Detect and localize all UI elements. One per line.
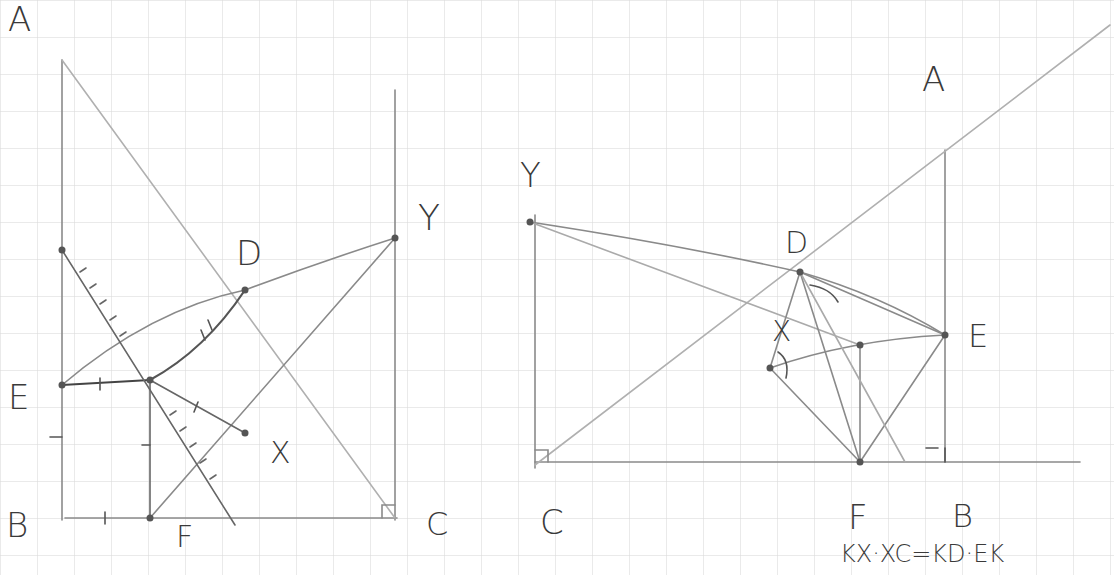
left-points — [59, 235, 399, 522]
point-label: C — [540, 505, 564, 539]
point-label: D — [785, 228, 808, 258]
point-label: X — [772, 318, 791, 346]
point-label: F — [848, 500, 868, 534]
right-points — [527, 219, 949, 466]
point-label: F — [176, 522, 193, 552]
point-label: C — [426, 508, 448, 540]
left-figure — [50, 60, 397, 525]
point-label: A — [8, 2, 31, 36]
point-label: B — [6, 508, 28, 542]
right-figure — [530, 25, 1110, 468]
point-label: Y — [520, 158, 541, 192]
point-label: Y — [418, 200, 440, 236]
point-label: E — [8, 380, 29, 414]
equation-note: KX·XC=KD·EK — [840, 542, 1004, 566]
point-label: B — [952, 500, 973, 532]
point-label: D — [236, 236, 262, 270]
point-label: E — [968, 320, 988, 352]
point-label: A — [922, 62, 945, 96]
point-label: X — [270, 438, 291, 468]
